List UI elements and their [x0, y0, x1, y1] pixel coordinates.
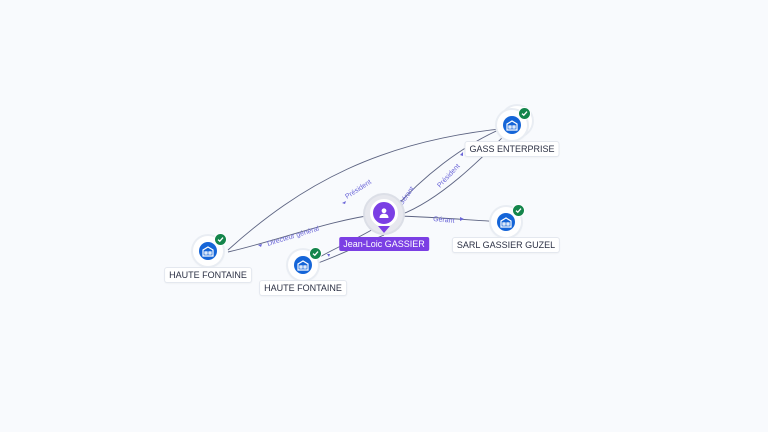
company-node-haute-fontaine-1[interactable] — [193, 233, 227, 266]
building-icon — [503, 116, 521, 134]
company-label-haute-fontaine-2[interactable]: HAUTE FONTAINE — [260, 281, 346, 295]
edge-arrow — [460, 217, 464, 221]
verified-check-icon — [214, 233, 227, 246]
company-label-sarl[interactable]: SARL GASSIER GUZEL — [452, 238, 560, 252]
company-label-gass[interactable]: GASS ENTERPRISE — [465, 142, 559, 156]
edge-president-gass-outer — [227, 127, 511, 251]
building-icon — [294, 256, 312, 274]
verified-check-icon — [512, 204, 525, 217]
building-icon — [497, 213, 515, 231]
person-node[interactable] — [370, 199, 398, 227]
edge-arrow — [327, 254, 330, 257]
person-icon — [379, 208, 389, 218]
edge-label-president-outer: Président — [344, 179, 373, 201]
edge-president-gass-inner — [399, 127, 513, 216]
company-node-sarl[interactable] — [491, 204, 525, 237]
edge-directeur-hf1 — [227, 213, 381, 253]
edge-arrow — [342, 201, 346, 204]
person-label[interactable]: Jean-Loic GASSIER — [339, 237, 429, 251]
edge-label-directeur: Directeur général — [267, 225, 321, 248]
person-pin-tip — [378, 226, 390, 233]
company-label-haute-fontaine-1[interactable]: HAUTE FONTAINE — [165, 268, 251, 282]
edge-label-gerant-sarl: Gérant — [433, 216, 455, 225]
edge-arrow — [258, 244, 262, 247]
verified-check-icon — [309, 247, 322, 260]
company-node-haute-fontaine-2[interactable] — [288, 247, 322, 280]
building-icon — [199, 242, 217, 260]
verified-check-icon — [518, 107, 531, 120]
company-node-gass[interactable] — [497, 106, 532, 140]
edge-gerant-gass — [392, 124, 511, 211]
edge-arrow — [460, 152, 463, 156]
